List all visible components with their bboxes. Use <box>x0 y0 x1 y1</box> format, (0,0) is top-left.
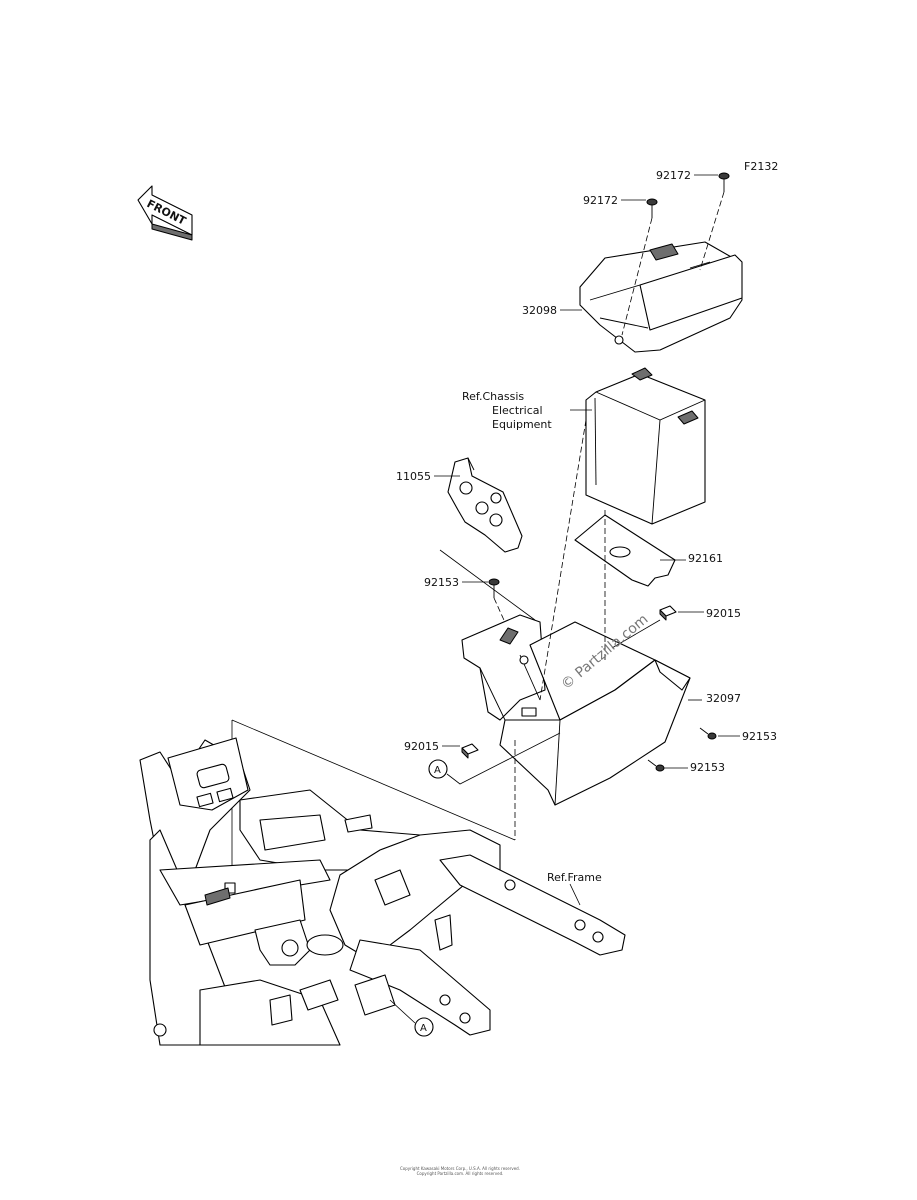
callout-ref-chassis: Ref.Chassis Electrical Equipment <box>462 390 592 431</box>
nut-right-icon <box>659 605 677 621</box>
callout-cover-bolt-left-text: 92172 <box>583 194 618 207</box>
callout-nut-left-text: 92015 <box>404 740 439 753</box>
copyright-line-2: Copyright Partzilla.com. All rights rese… <box>416 1171 504 1176</box>
callout-pad: 92161 <box>660 552 723 565</box>
callout-ref-chassis-line3: Equipment <box>492 418 552 431</box>
callout-cover-bolt-right: 92172 <box>656 169 718 182</box>
battery <box>585 367 706 525</box>
nut-left-icon <box>461 743 479 759</box>
battery-cover <box>579 241 743 353</box>
callout-bolt-right-text: 92153 <box>742 730 777 743</box>
callout-battery-cover: 32098 <box>522 304 582 317</box>
bolt-right-icon <box>699 727 717 740</box>
callout-ref-chassis-line1: Ref.Chassis <box>462 390 524 403</box>
frame <box>139 737 626 1046</box>
callout-ref-chassis-text: Ref.Chassis Electrical Equipment <box>462 390 552 431</box>
front-arrow-icon: FRONT <box>137 185 193 241</box>
callout-ref-frame-text: Ref.Frame <box>547 871 602 884</box>
callout-battery-case: 32097 <box>688 692 741 705</box>
copyright-line-1: Copyright Kawasaki Motors Corp., U.S.A. … <box>400 1166 520 1171</box>
callout-bolt-lower: 92153 <box>664 761 725 774</box>
bolt-lower-icon <box>647 759 665 772</box>
callout-bracket-text: 11055 <box>396 470 431 483</box>
callout-cover-bolt-right-text: 92172 <box>656 169 691 182</box>
marker-a-case-text: A <box>434 765 441 776</box>
callout-battery-cover-text: 32098 <box>522 304 557 317</box>
callout-battery-case-text: 32097 <box>706 692 741 705</box>
marker-a-frame: A <box>389 999 434 1037</box>
cover-bolt-right-icon <box>718 172 730 192</box>
bolt-upper-icon <box>488 578 500 598</box>
copyright-footer: Copyright Kawasaki Motors Corp., U.S.A. … <box>300 1166 620 1176</box>
callout-bracket: 11055 <box>396 470 460 483</box>
callout-nut-right: 92015 <box>611 607 741 649</box>
cover-bolt-left-icon <box>646 198 658 218</box>
callout-ref-frame: Ref.Frame <box>547 871 602 906</box>
callout-bolt-upper-text: 92153 <box>424 576 459 589</box>
battery-pad <box>574 514 676 587</box>
callout-nut-right-text: 92015 <box>706 607 741 620</box>
marker-a-case: A <box>428 732 561 785</box>
bracket <box>447 457 523 553</box>
callout-bolt-upper: 92153 <box>424 576 488 589</box>
figure-code: F2132 <box>744 160 778 173</box>
battery-case <box>461 614 691 806</box>
marker-a-frame-text: A <box>420 1023 427 1034</box>
callout-nut-left: 92015 <box>404 740 460 753</box>
callout-pad-text: 92161 <box>688 552 723 565</box>
callout-ref-chassis-line2: Electrical <box>492 404 543 417</box>
callout-cover-bolt-left: 92172 <box>583 194 646 207</box>
callout-bolt-lower-text: 92153 <box>690 761 725 774</box>
callout-bolt-right: 92153 <box>718 730 777 743</box>
